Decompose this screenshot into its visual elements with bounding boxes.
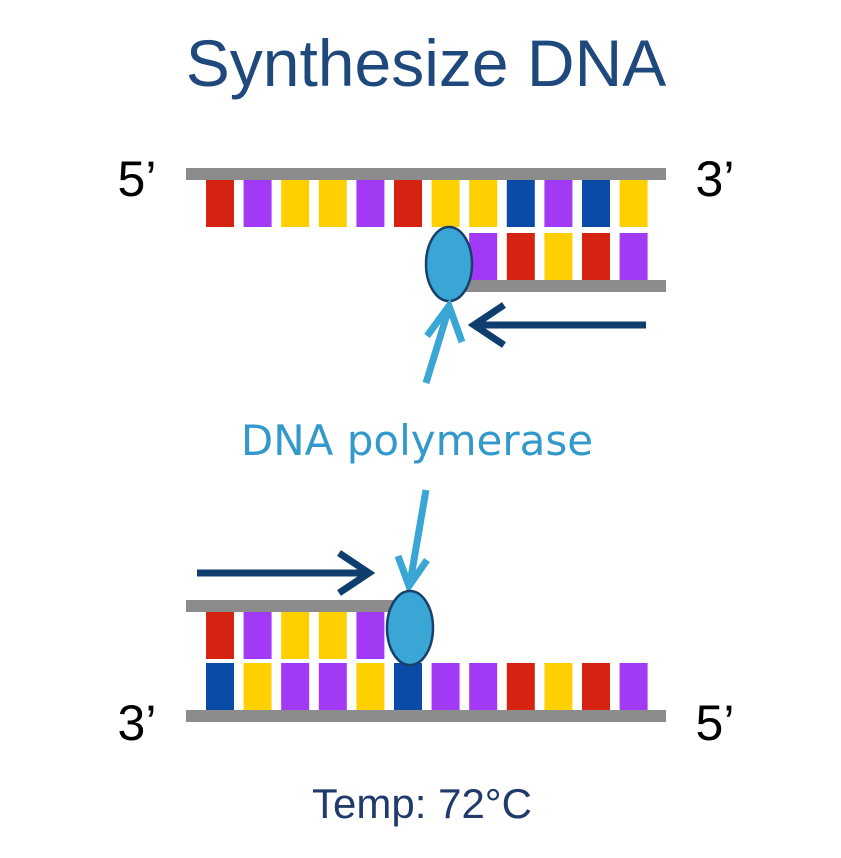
top-template-bases	[206, 180, 648, 227]
bottom-template-purple-base	[431, 663, 460, 710]
bottom-template-yellow-base	[243, 663, 272, 710]
temperature-label: Temp: 72°C	[312, 780, 532, 827]
page-title: Synthesize DNA	[186, 26, 667, 100]
top-new-purple-base	[619, 233, 648, 280]
bottom-strand-right-end-label: 5’	[696, 695, 735, 751]
top-new-red-base	[582, 233, 610, 280]
top-template-yellow-base	[469, 180, 498, 227]
top-template-red-base	[206, 180, 234, 227]
top-direction-arrow	[467, 302, 646, 348]
top-template-purple-base	[544, 180, 573, 227]
top-template-purple-base	[243, 180, 272, 227]
top-template-blue-base	[582, 180, 610, 227]
top-strand-left-end-label: 5’	[118, 151, 157, 207]
pointer-arrow-to-bottom-polymerase	[394, 489, 430, 594]
top-new-backbone	[458, 280, 666, 292]
top-template-yellow-base	[318, 180, 347, 227]
top-new-bases	[469, 233, 648, 280]
top-template-yellow-base	[281, 180, 310, 227]
bottom-new-yellow-base	[318, 612, 347, 659]
bottom-template-purple-base	[469, 663, 498, 710]
bottom-template-red-base	[506, 663, 535, 710]
bottom-template-blue-base	[394, 663, 422, 710]
bottom-template-purple-base	[281, 663, 310, 710]
bottom-new-purple-base	[356, 612, 385, 659]
bottom-template-yellow-base	[356, 663, 385, 710]
top-polymerase-icon	[424, 225, 474, 303]
bottom-template-backbone	[186, 710, 666, 722]
top-template-yellow-base	[619, 180, 648, 227]
bottom-template-blue-base	[206, 663, 234, 710]
bottom-new-red-base	[206, 612, 234, 659]
bottom-new-yellow-base	[281, 612, 310, 659]
top-template-red-base	[394, 180, 422, 227]
top-new-purple-base	[469, 233, 498, 280]
bottom-direction-arrow	[197, 550, 376, 596]
top-new-yellow-base	[544, 233, 573, 280]
bottom-new-backbone	[186, 600, 394, 612]
bottom-new-purple-base	[243, 612, 272, 659]
top-template-backbone	[186, 168, 666, 180]
bottom-new-bases	[206, 612, 385, 659]
dna-polymerase-label: DNA polymerase	[241, 416, 593, 465]
bottom-template-purple-base	[318, 663, 347, 710]
top-new-red-base	[506, 233, 535, 280]
bottom-template-bases	[206, 663, 648, 710]
bottom-polymerase-icon	[385, 589, 435, 667]
bottom-template-yellow-base	[544, 663, 573, 710]
bottom-template-red-base	[582, 663, 610, 710]
pointer-arrow-to-top-polymerase	[422, 298, 466, 385]
top-template-blue-base	[506, 180, 535, 227]
top-template-purple-base	[356, 180, 385, 227]
top-strand-right-end-label: 3’	[696, 151, 735, 207]
bottom-template-purple-base	[619, 663, 648, 710]
top-template-yellow-base	[431, 180, 460, 227]
bottom-strand-left-end-label: 3’	[118, 695, 157, 751]
